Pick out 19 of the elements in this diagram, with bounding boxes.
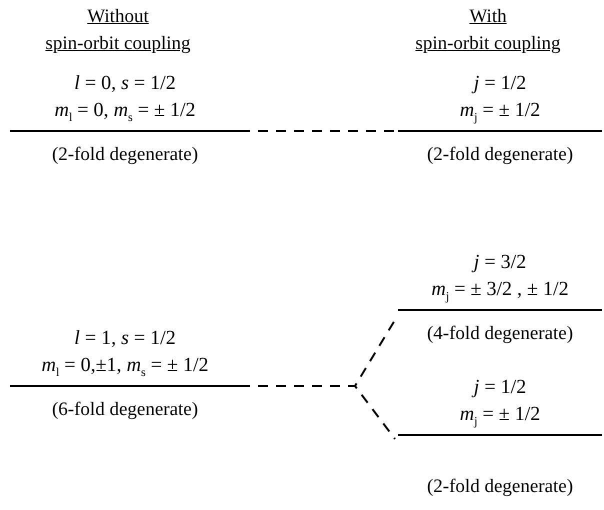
quantum-numbers: j = 3/2 [470, 250, 528, 275]
quantum-numbers: m$_{l}$ = 0, m$_{s}$ = ± 1/2 [53, 98, 196, 126]
quantum-numbers: l = 0, s = 1/2 [73, 71, 177, 96]
degeneracy-label: (2-fold degenerate) [426, 144, 574, 166]
quantum-numbers: j = 1/2 [470, 375, 528, 400]
column-heading: Without [86, 6, 150, 28]
degeneracy-label: (2-fold degenerate) [426, 476, 574, 498]
degeneracy-label: (4-fold degenerate) [426, 323, 574, 345]
column-heading: spin-orbit coupling [414, 33, 562, 55]
quantum-numbers: l = 1, s = 1/2 [73, 326, 177, 351]
quantum-numbers: m$_{l}$ = 0,±1, m$_{s}$ = ± 1/2 [40, 353, 210, 381]
degeneracy-label: (2-fold degenerate) [50, 144, 200, 166]
quantum-numbers: m$_{j}$ = ± 1/2 [458, 402, 542, 430]
degeneracy-label: (6-fold degenerate) [50, 399, 200, 421]
quantum-numbers: m$_{j}$ = ± 3/2 , ± 1/2 [430, 277, 570, 305]
column-heading: With [468, 6, 508, 28]
column-heading: spin-orbit coupling [44, 33, 192, 55]
quantum-numbers: m$_{j}$ = ± 1/2 [458, 98, 542, 126]
quantum-numbers: j = 1/2 [470, 71, 528, 96]
